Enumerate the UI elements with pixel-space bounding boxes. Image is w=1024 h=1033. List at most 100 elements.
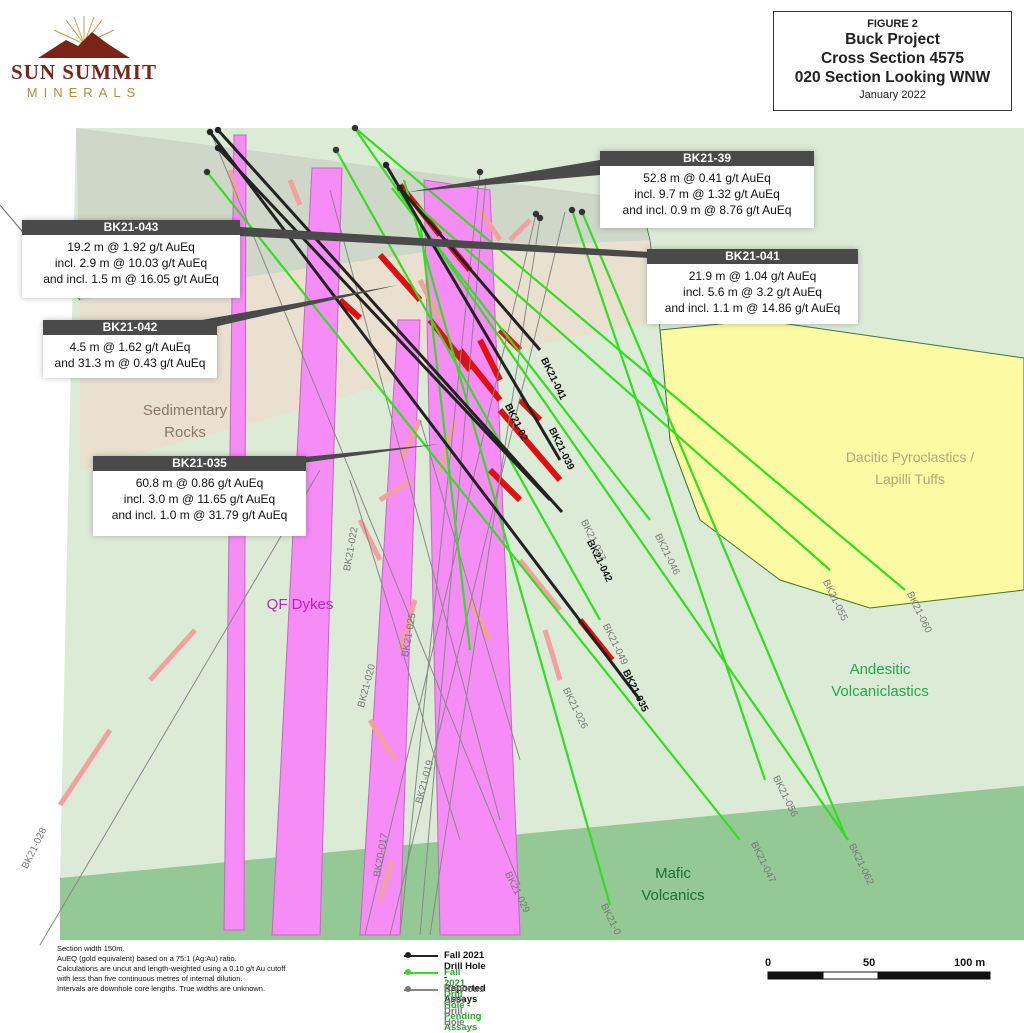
scale-bar: 0 50 100 m (765, 957, 992, 987)
callout-bk21-042: BK21-042 4.5 m @ 1.62 g/t AuEq and 31.3 … (43, 320, 217, 378)
scale-label-0: 0 (765, 957, 772, 969)
collar-4 (568, 206, 576, 214)
assay-interval-pink-14 (508, 218, 532, 242)
previous-drill-hole-10 (419, 419, 521, 761)
scale-label-100: 100 m (954, 957, 986, 969)
assay-interval-red-10 (487, 467, 523, 503)
figure-title-2: Cross Section 4575 (820, 50, 964, 67)
unit-line: Volcanics (641, 887, 705, 904)
callout-bk21-043: BK21-043 19.2 m @ 1.92 g/t AuEq incl. 2.… (22, 220, 240, 298)
collar-8 (476, 168, 484, 176)
collar-6 (532, 210, 540, 218)
legend-previous-line (404, 989, 438, 991)
pending-drill-hole-4 (335, 149, 601, 621)
callout-line: 60.8 m @ 0.86 g/t AuEq (135, 476, 264, 490)
legend-previous-label: Previous SMN Drill Hole (444, 984, 485, 1028)
callout-title: BK21-041 (647, 249, 858, 264)
figure-title-3: 020 Section Looking WNW (794, 69, 991, 86)
reported-collar-1 (214, 126, 222, 134)
mountain-sun-icon (38, 16, 130, 58)
collar-3 (203, 168, 211, 176)
assay-interval-pink-5 (518, 558, 562, 612)
drill-holes (39, 124, 906, 946)
pointer-bk39 (408, 160, 600, 192)
scale-bar-graphic (767, 971, 991, 980)
callout-line: and incl. 1.0 m @ 31.79 g/t AuEq (111, 508, 288, 522)
unit-line: Rocks (164, 424, 206, 441)
label-qf-dykes: QF Dykes (266, 596, 334, 613)
pending-drill-hole-9 (402, 179, 612, 906)
callout-title: BK21-042 (43, 320, 217, 335)
collar-7 (536, 214, 544, 222)
reported-collar-4 (382, 161, 390, 169)
assay-interval-pink-4 (148, 628, 197, 682)
assay-interval-pink-8 (357, 518, 383, 562)
callout-bk21-035: BK21-035 60.8 m @ 0.86 g/t AuEq incl. 3.… (93, 456, 306, 536)
legend-reported-dot (405, 952, 411, 958)
assay-interval-pink-6 (542, 629, 563, 681)
reported-drill-hole-2 (208, 131, 642, 701)
pending-drill-hole-1 (354, 127, 906, 591)
assay-interval-pink-13 (477, 208, 503, 242)
figure-title-box: FIGURE 2 Buck Project Cross Section 4575… (773, 11, 1012, 111)
callout-title: BK21-035 (93, 456, 306, 471)
pending-drill-hole-10 (418, 219, 472, 651)
company-logo: SUN SUMMIT MINERALS (6, 10, 162, 100)
callout-bk21-041: BK21-041 21.9 m @ 1.04 g/t AuEq incl. 5.… (647, 249, 858, 324)
unit-line: Volcaniclastics (831, 683, 929, 700)
callout-line: and incl. 0.9 m @ 8.76 g/t AuEq (622, 203, 792, 217)
previous-drill-hole-8 (39, 469, 321, 946)
legend-pending-dot (405, 969, 411, 975)
note-line: with less than five continuous metres of… (57, 974, 243, 983)
legend-pending-line (404, 972, 438, 974)
reported-collar-2 (206, 128, 214, 136)
logo-subtitle: MINERALS (26, 85, 142, 100)
pending-drill-hole-8 (415, 204, 831, 571)
assay-interval-pink-10 (367, 718, 398, 762)
callout-line: 4.5 m @ 1.62 g/t AuEq (69, 340, 191, 354)
assay-interval-pink-3 (57, 728, 113, 807)
assay-interval-pink-1 (287, 179, 303, 206)
assay-interval-red-5 (497, 408, 563, 482)
label-dacitic-pyroclastics: Dacitic Pyroclastics / Lapilli Tuffs (820, 446, 1000, 490)
assay-interval-pink-7 (378, 477, 412, 503)
previous-drill-hole-2 (419, 177, 487, 936)
figure-date: January 2022 (859, 89, 926, 101)
callout-line: 52.8 m @ 0.41 g/t AuEq (643, 171, 771, 185)
label-sedimentary-rocks: Sedimentary Rocks (120, 400, 250, 444)
pointer-bk043 (240, 227, 650, 258)
assay-interval-pink-16 (397, 418, 423, 462)
label-andesitic-volcaniclastics: Andesitic Volcaniclastics (810, 659, 950, 703)
logo-name: SUN SUMMIT (11, 60, 157, 84)
reported-drill-hole-3 (216, 146, 552, 502)
previous-drill-hole-6 (209, 129, 521, 886)
callout-line: and incl. 1.1 m @ 14.86 g/t AuEq (664, 301, 841, 315)
previous-drill-hole-3 (389, 211, 566, 936)
collar-1 (351, 124, 359, 132)
label-mafic-volcanics: Mafic Volcanics (618, 863, 728, 907)
legend-reported-line (404, 955, 438, 957)
callout-line: and incl. 1.5 m @ 16.05 g/t AuEq (43, 272, 219, 286)
note-line: AuEQ (gold equivalent) based on a 75:1 (… (57, 954, 237, 963)
section-notes: Section width 150m. AuEQ (gold equivalen… (57, 944, 357, 994)
figure-title-1: Buck Project (845, 31, 940, 48)
assay-interval-pink-11 (467, 598, 493, 642)
unit-line: Sedimentary (142, 402, 228, 419)
assay-interval-red-4 (477, 338, 503, 382)
reported-collar-5 (396, 184, 404, 192)
previous-drill-hole-4 (429, 217, 541, 936)
unit-line: Mafic (655, 865, 691, 882)
scale-label-50: 50 (863, 957, 876, 969)
legend-reported-label: Fall 2021 Drill Hole - Reported Assays (444, 950, 486, 1005)
callout-line: 19.2 m @ 1.92 g/t AuEq (67, 240, 195, 254)
callout-bk21-39: BK21-39 52.8 m @ 0.41 g/t AuEq incl. 9.7… (600, 151, 814, 228)
previous-drill-hole-9 (349, 479, 461, 841)
reported-drill-hole-4 (384, 164, 562, 461)
callout-line: 21.9 m @ 1.04 g/t AuEq (688, 269, 817, 283)
pending-drill-hole-5 (570, 209, 767, 781)
figure-label: FIGURE 2 (867, 18, 918, 30)
callout-title: BK21-39 (600, 151, 814, 166)
reported-drill-hole-5 (398, 187, 542, 351)
callout-line: incl. 3.0 m @ 11.65 g/t AuEq (123, 492, 276, 506)
scale-seg-3 (877, 971, 991, 980)
